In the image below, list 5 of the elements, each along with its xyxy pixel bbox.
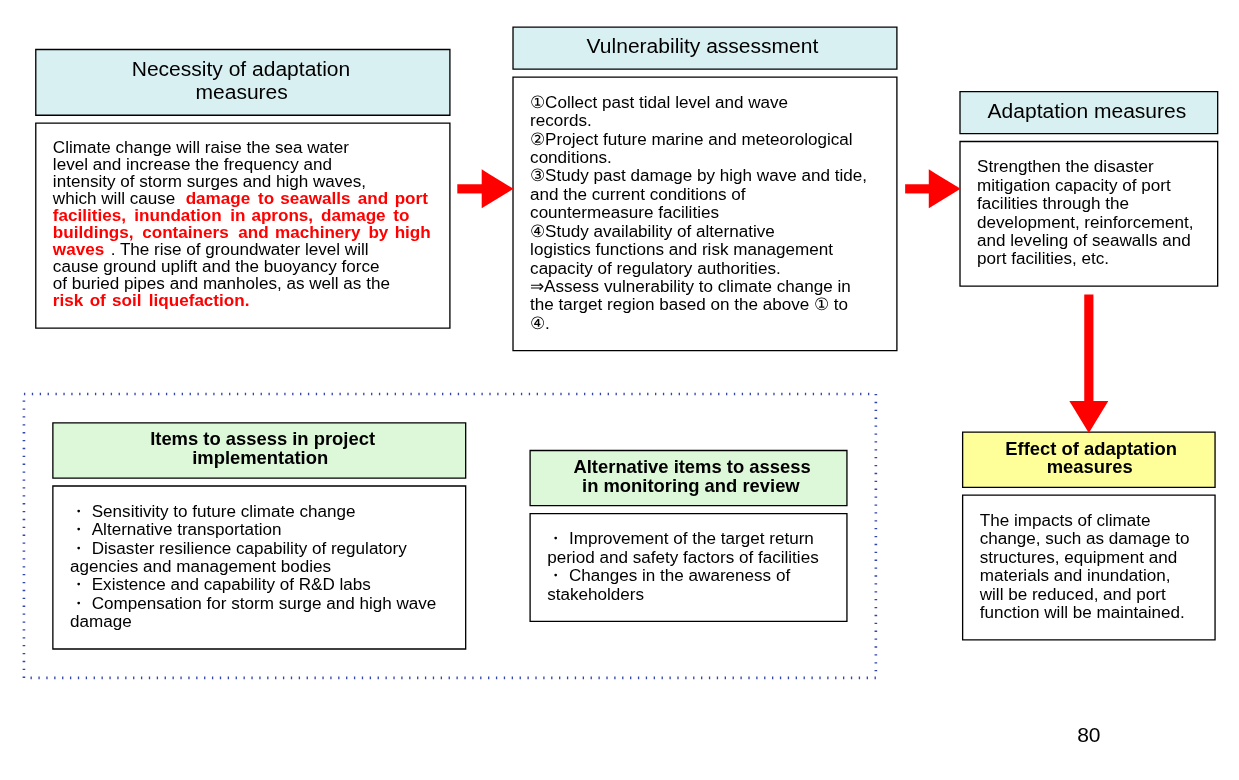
label: 80 xyxy=(1077,723,1101,747)
cluster xyxy=(22,392,878,680)
arrow xyxy=(905,169,961,209)
arrow xyxy=(1069,294,1109,433)
arrow xyxy=(457,169,514,209)
